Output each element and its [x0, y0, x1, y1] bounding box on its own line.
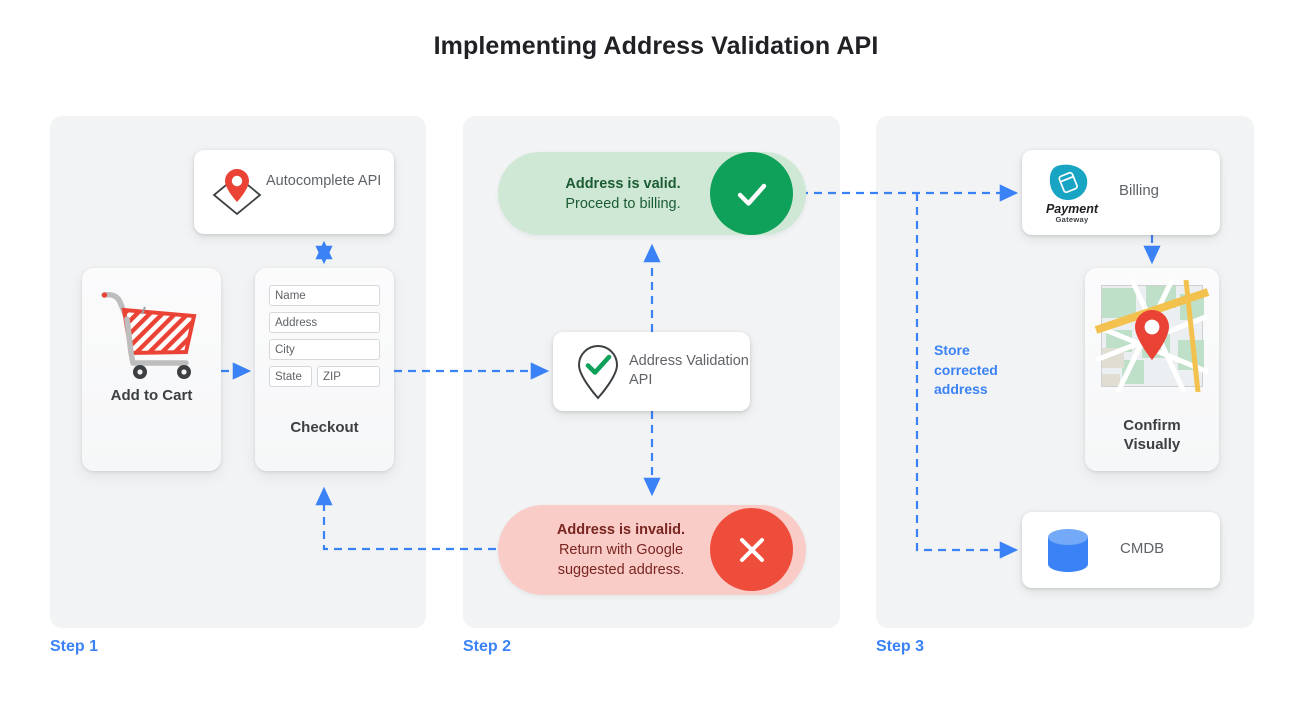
cmdb-card[interactable]: CMDB	[1022, 512, 1220, 588]
confirm-caption-line-1: Confirm	[1123, 417, 1181, 434]
check-circle-icon	[710, 152, 793, 235]
shopping-cart-icon	[98, 286, 206, 382]
page-title: Implementing Address Validation API	[433, 32, 879, 60]
address-invalid-text: Address is invalid. Return with Google s…	[506, 520, 736, 580]
city-field[interactable]: City	[269, 339, 380, 360]
billing-card[interactable]: Payment Gateway Billing	[1022, 150, 1220, 235]
autocomplete-api-label: Autocomplete API	[266, 173, 382, 189]
address-valid-text: Address is valid. Proceed to billing.	[508, 174, 738, 214]
name-field[interactable]: Name	[269, 285, 380, 306]
address-validation-api-card[interactable]: Address Validation API	[553, 332, 750, 411]
address-invalid-subline-2: suggested address.	[557, 562, 685, 578]
address-invalid-headline: Address is invalid.	[556, 522, 686, 538]
confirm-caption-line-2: Visually	[1123, 436, 1181, 453]
store-note-line-1: Store	[934, 342, 970, 358]
cmdb-label: CMDB	[1120, 540, 1165, 557]
confirm-visually-caption: Confirm Visually	[1085, 416, 1219, 454]
database-cylinder-icon	[1042, 526, 1098, 576]
store-note-line-2: corrected	[934, 361, 998, 378]
billing-label: Billing	[1119, 182, 1160, 199]
store-corrected-address-note: Store corrected address	[934, 341, 1024, 400]
add-to-cart-caption: Add to Cart	[110, 387, 193, 404]
zip-field[interactable]: ZIP	[317, 366, 380, 387]
checkout-caption: Checkout	[290, 419, 359, 436]
address-invalid-subline-1: Return with Google	[558, 542, 684, 558]
state-field[interactable]: State	[269, 366, 312, 387]
address-validation-api-label: Address Validation API	[629, 353, 749, 388]
x-circle-icon	[710, 508, 793, 591]
address-field[interactable]: Address	[269, 312, 380, 333]
svg-text:Payment: Payment	[1046, 202, 1099, 216]
step-label-3: Step 3	[876, 638, 925, 655]
autocomplete-api-card[interactable]: Autocomplete API	[194, 150, 394, 234]
step-label-1: Step 1	[50, 638, 99, 655]
add-to-cart-card[interactable]: Add to Cart	[82, 268, 221, 471]
store-note-line-3: address	[934, 381, 988, 397]
address-valid-headline: Address is valid.	[565, 176, 681, 192]
map-thumbnail-icon	[1094, 278, 1210, 394]
svg-text:Gateway: Gateway	[1056, 215, 1089, 224]
confirm-visually-card[interactable]: Confirm Visually	[1085, 268, 1219, 471]
checkout-card[interactable]: Name Address City State ZIP Checkout	[255, 268, 394, 471]
map-pin-diamond-icon	[208, 166, 266, 218]
address-valid-subline: Proceed to billing.	[565, 196, 681, 212]
pin-check-icon	[571, 342, 625, 402]
step-label-2: Step 2	[463, 638, 512, 655]
payment-gateway-logo: Payment Gateway	[1035, 162, 1111, 224]
